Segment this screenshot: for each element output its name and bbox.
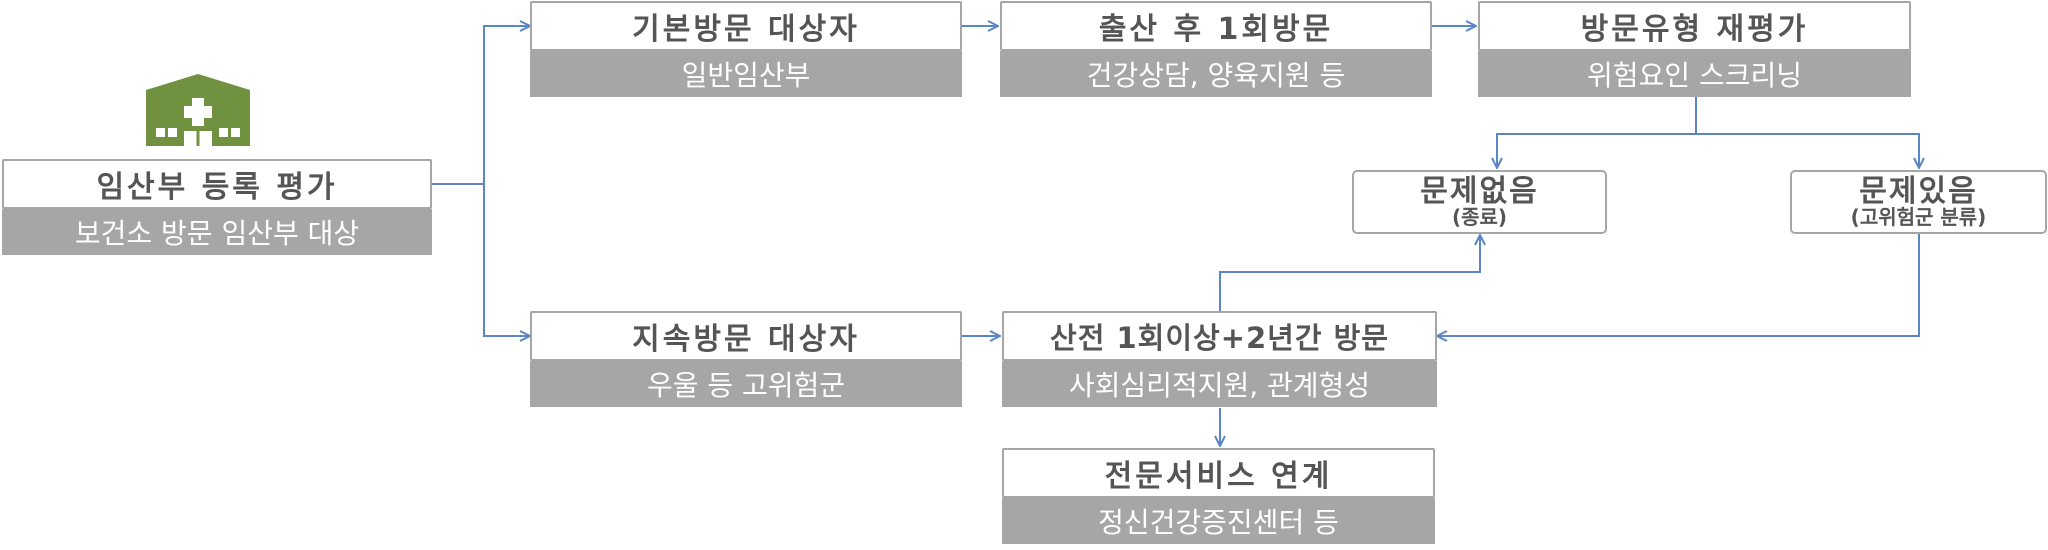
prenatal-visit-title: 산전 1회이상+2년간 방문 — [1002, 311, 1437, 361]
prenatal-visit-subtitle: 사회심리적지원, 관계형성 — [1002, 361, 1437, 407]
basic-visit-subtitle: 일반임산부 — [530, 51, 962, 97]
problem-note: (고위험군 분류) — [1850, 205, 1987, 230]
basic-visit-title: 기본방문 대상자 — [530, 1, 962, 51]
specialist-link-subtitle: 정신건강증진센터 등 — [1002, 498, 1435, 544]
health-center-building-icon — [146, 74, 250, 146]
registration-node: 임산부 등록 평가 보건소 방문 임산부 대상 — [2, 159, 432, 255]
postpartum-visit-title: 출산 후 1회방문 — [1000, 1, 1432, 51]
reassessment-subtitle: 위험요인 스크리닝 — [1478, 51, 1911, 97]
no-problem-note: (종료) — [1451, 205, 1508, 230]
postpartum-visit-subtitle: 건강상담, 양육지원 등 — [1000, 51, 1432, 97]
continuous-visit-subtitle: 우울 등 고위험군 — [530, 361, 962, 407]
registration-title: 임산부 등록 평가 — [2, 159, 432, 209]
arrow-to-problem — [1696, 133, 1919, 168]
postpartum-visit-node: 출산 후 1회방문 건강상담, 양육지원 등 — [1000, 1, 1432, 97]
continuous-visit-title: 지속방문 대상자 — [530, 311, 962, 361]
specialist-link-title: 전문서비스 연계 — [1002, 448, 1435, 498]
arrow-problem-to-prenatal — [1437, 232, 1920, 336]
prenatal-visit-node: 산전 1회이상+2년간 방문 사회심리적지원, 관계형성 — [1002, 311, 1437, 407]
arrow-to-continuous-visit — [483, 184, 530, 336]
arrow-to-basic-visit — [483, 26, 530, 184]
basic-visit-node: 기본방문 대상자 일반임산부 — [530, 1, 962, 97]
arrow-prenatal-to-no-problem — [1219, 235, 1480, 312]
arrow-to-no-problem — [1497, 96, 1697, 168]
registration-subtitle: 보건소 방문 임산부 대상 — [2, 209, 432, 255]
continuous-visit-node: 지속방문 대상자 우울 등 고위험군 — [530, 311, 962, 407]
problem-node: 문제있음 (고위험군 분류) — [1790, 170, 2047, 234]
no-problem-title: 문제없음 — [1420, 173, 1539, 209]
no-problem-node: 문제없음 (종료) — [1352, 170, 1607, 234]
specialist-link-node: 전문서비스 연계 정신건강증진센터 등 — [1002, 448, 1435, 544]
problem-title: 문제있음 — [1859, 173, 1978, 209]
reassessment-node: 방문유형 재평가 위험요인 스크리닝 — [1478, 1, 1911, 97]
reassessment-title: 방문유형 재평가 — [1478, 1, 1911, 51]
